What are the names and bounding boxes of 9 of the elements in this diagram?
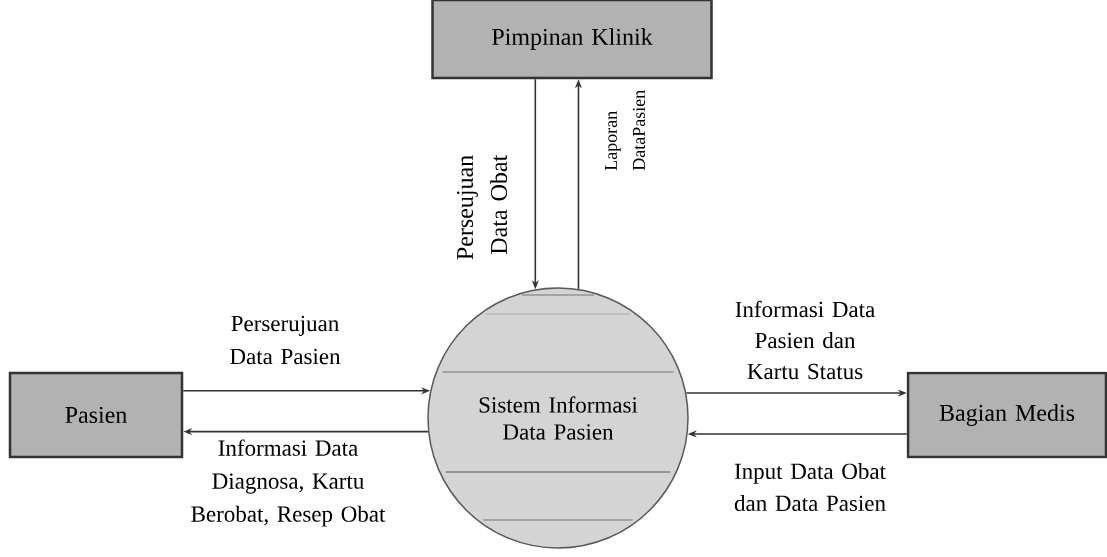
edge-label: Perseujuan Data Obat xyxy=(456,154,508,260)
edge-label: Perserujuan Data Pasien xyxy=(230,315,341,365)
entity-box: Pimpinan Klinik xyxy=(431,0,713,80)
edge-label: Informasi Data Pasien dan Kartu Status xyxy=(735,300,875,380)
edge-label: Input Data Obat dan Data Pasien xyxy=(734,462,886,512)
edge-label: Laporan DataPasien xyxy=(605,90,645,171)
entity-box: Pasien xyxy=(8,371,184,459)
edge-label: Informasi Data Diagnosa, Kartu Berobat, Resep Obat xyxy=(191,439,386,527)
entity-box: Bagian Medis xyxy=(906,371,1107,459)
